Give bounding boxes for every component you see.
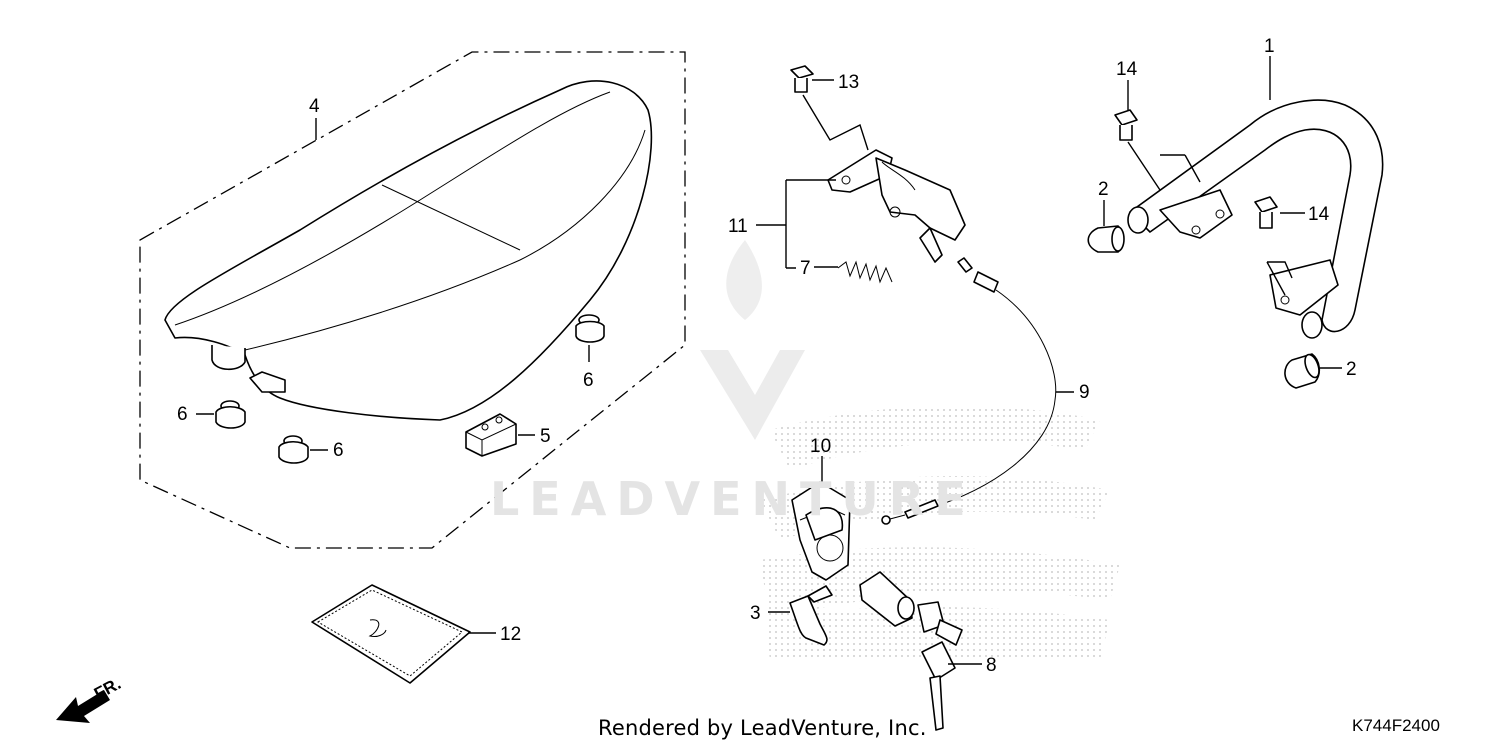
flange-bolt-part[interactable]	[1254, 196, 1278, 229]
callout-1: 1	[1264, 36, 1275, 57]
stopper-part[interactable]	[465, 413, 517, 457]
grab-rail-part[interactable]	[1127, 99, 1384, 339]
spring-part[interactable]	[837, 260, 893, 284]
callout-3: 3	[750, 603, 761, 624]
callout-5: 5	[540, 426, 551, 447]
callout-13: 13	[838, 72, 859, 93]
seat-assembly-group	[139, 51, 686, 549]
clip-part[interactable]	[789, 585, 833, 646]
callout-7: 7	[800, 258, 811, 279]
callout-10: 10	[810, 436, 831, 457]
owner-manual-part[interactable]	[311, 584, 471, 684]
callout-9: 9	[1079, 382, 1090, 403]
end-cap-part[interactable]	[1284, 353, 1322, 389]
callout-6-left: 6	[177, 404, 188, 425]
end-cap-part[interactable]	[1087, 225, 1125, 253]
diagram-code: K744F2400	[1352, 716, 1440, 735]
seat-cushion-part[interactable]	[215, 400, 246, 429]
seat-cushion-part[interactable]	[575, 314, 605, 343]
front-direction-arrow	[56, 690, 110, 723]
seat-part[interactable]	[164, 80, 653, 421]
seat-latch-part[interactable]	[827, 149, 966, 263]
callout-2-right: 2	[1346, 359, 1357, 380]
callout-8: 8	[986, 655, 997, 676]
watermark-logo	[700, 240, 1120, 660]
callout-6-bottom: 6	[333, 440, 344, 461]
cable-part[interactable]	[881, 257, 1057, 525]
callout-14-right: 14	[1308, 204, 1330, 225]
bolt-part[interactable]	[790, 65, 814, 93]
footer-credit: Rendered by LeadVenture, Inc.	[598, 716, 927, 740]
seat-cushion-part[interactable]	[278, 435, 309, 464]
callout-12: 12	[500, 624, 521, 645]
watermark-text: LEADVENTURE	[490, 472, 976, 526]
lock-bracket-part[interactable]	[791, 481, 851, 581]
callout-6-right: 6	[583, 370, 594, 391]
flange-bolt-part[interactable]	[1114, 109, 1138, 141]
callout-4: 4	[309, 96, 320, 117]
callout-2-left: 2	[1098, 179, 1109, 200]
callout-14-top: 14	[1116, 59, 1138, 80]
callout-11: 11	[728, 216, 748, 237]
key-lock-part[interactable]	[859, 571, 963, 731]
